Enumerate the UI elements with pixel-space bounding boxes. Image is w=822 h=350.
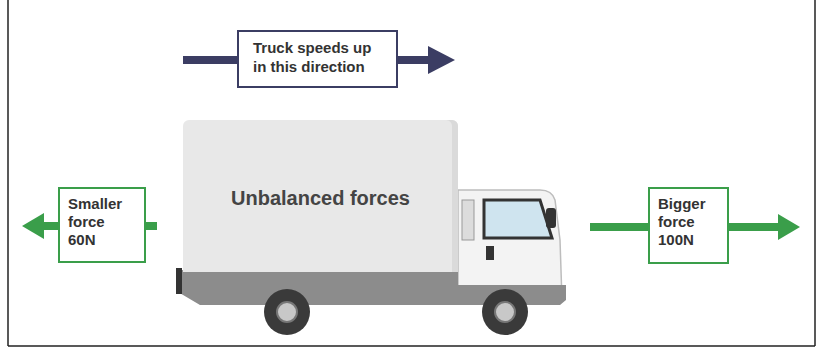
force-label-box: Smaller force60N xyxy=(58,187,146,263)
wheel xyxy=(264,289,310,335)
bumper xyxy=(176,268,182,294)
arrow-head xyxy=(778,214,800,240)
label-text: Smaller force xyxy=(68,195,136,231)
arrow-head xyxy=(428,46,455,74)
cab-window xyxy=(484,200,552,238)
value-text: 60N xyxy=(68,231,136,249)
label-text: Bigger force xyxy=(658,195,719,231)
frame-line xyxy=(7,0,9,346)
wheel-hub xyxy=(495,302,515,322)
label-text: Truck speeds up in this direction xyxy=(253,38,382,76)
label-text: Unbalanced forces xyxy=(193,186,448,210)
cab-window xyxy=(462,200,474,240)
value-text: 100N xyxy=(658,231,719,249)
frame-line xyxy=(814,0,816,346)
arrow-head xyxy=(22,213,44,239)
force-label-box: Bigger force100N xyxy=(648,187,729,264)
wheel xyxy=(482,289,528,335)
truck-cab xyxy=(458,190,562,300)
mirror xyxy=(546,208,556,228)
truck-body: Unbalanced forces xyxy=(183,120,458,272)
wheel-hub xyxy=(277,302,297,322)
frame-line xyxy=(8,345,815,347)
direction-label-box: Truck speeds up in this direction xyxy=(237,30,398,88)
door-handle xyxy=(486,246,494,260)
